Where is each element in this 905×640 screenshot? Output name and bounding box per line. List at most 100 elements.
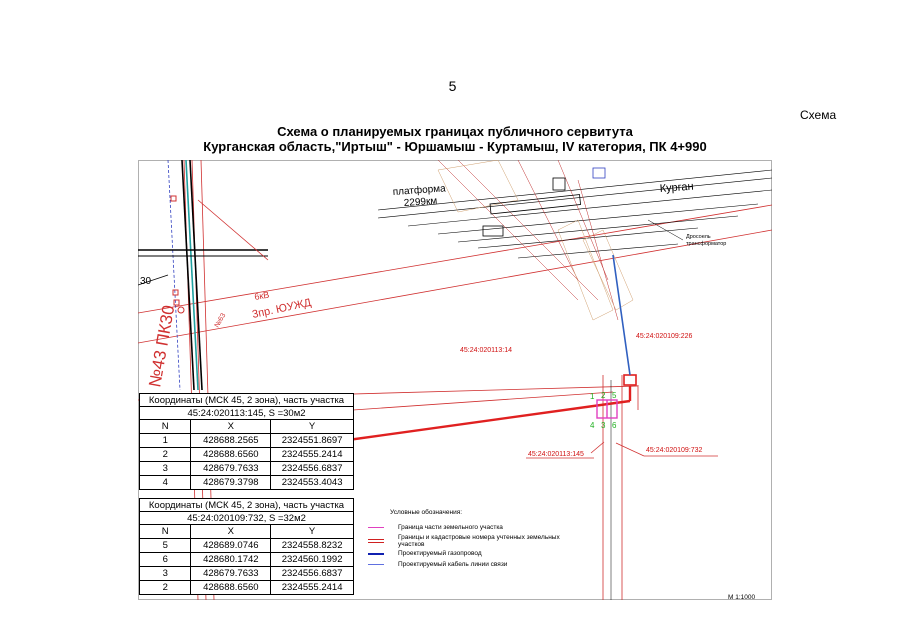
edge-line [138, 274, 169, 286]
cell-y: 2324555.2414 [270, 580, 354, 595]
cell-n: 1 [138, 433, 192, 448]
cell-n: 2 [138, 447, 192, 462]
title-line-2: Курганская область,"Иртыш" - Юршамыш - К… [203, 139, 707, 154]
point-2: 2 [601, 391, 606, 400]
boundary-line-top [138, 204, 772, 314]
point-3: 3 [601, 421, 606, 430]
parcel-label-14: 45:24:020113:14 [460, 347, 513, 354]
boundary-line-mid-2 [352, 391, 614, 411]
point-5: 5 [612, 391, 617, 400]
cell-n: 6 [138, 552, 192, 567]
symbol-1 [170, 195, 177, 202]
scheme-title: Схема о планируемых границах публичного … [140, 124, 770, 154]
cell-y: 2324556.6837 [270, 461, 354, 476]
cell-y: 2324560.1992 [270, 552, 354, 567]
cell-y: 2324553.4043 [270, 475, 354, 490]
transformer-leader [647, 219, 684, 241]
leader-732 [615, 442, 645, 457]
page-number: 5 [448, 78, 457, 94]
cell-n: 3 [138, 461, 192, 476]
cell-n: 5 [138, 538, 192, 553]
map-frame [138, 160, 772, 600]
leader-145 [590, 441, 605, 454]
legend-item-parcels: Границы и кадастровые номера учтенных зе… [368, 533, 578, 548]
label-platform-km: 2299км [403, 196, 437, 209]
cell-x: 428679.7633 [190, 566, 272, 581]
label-6kv: 6кВ [254, 290, 270, 302]
boundary-line-top-2 [138, 229, 772, 344]
cell-y: 2324556.6837 [270, 566, 354, 581]
legend-item-servitude: Граница части земельного участка [368, 522, 578, 533]
legend-title: Условные обозначения: [390, 509, 463, 516]
label-kurgan: Курган [659, 181, 694, 195]
station-boundaries [437, 160, 619, 321]
building-2 [552, 177, 566, 191]
cell-n: 4 [138, 475, 192, 490]
gas-cabinet [623, 374, 637, 386]
legend-item-gas: Проектируемый газопровод [368, 548, 578, 559]
legend-swatch [368, 538, 384, 543]
cell-x: 428688.2565 [190, 433, 272, 448]
rail-track-2 [185, 160, 199, 391]
rail-track-3 [189, 160, 203, 391]
cell-y: 2324555.2414 [270, 447, 354, 462]
map-svg: 30 №43 ПК30 6кВ 3пр. ЮУЖД №63 платформа … [138, 160, 772, 600]
map-drawing: 30 №43 ПК30 6кВ 3пр. ЮУЖД №63 платформа … [138, 160, 772, 600]
symbol-3 [173, 299, 180, 306]
col-header-n: N [138, 419, 192, 434]
table-row: 5 428689.0746 2324558.8232 [138, 538, 354, 553]
legend-label: Проектируемый кабель линии связи [398, 561, 508, 568]
table-row: 2 428688.6560 2324555.2414 [138, 447, 354, 462]
symbol-2 [172, 289, 179, 296]
building-3 [592, 167, 606, 179]
table1-header: N X Y [138, 419, 354, 434]
point-4: 4 [590, 421, 595, 430]
col-header-y: Y [270, 524, 354, 539]
table-row: 3 428679.7633 2324556.6837 [138, 461, 354, 476]
point-labels: 1 2 5 4 3 6 [590, 391, 617, 430]
title-line-1: Схема о планируемых границах публичного … [277, 124, 633, 139]
table-row: 3 428679.7633 2324556.6837 [138, 566, 354, 581]
table1-caption-1: Координаты (МСК 45, 2 зона), часть участ… [139, 393, 354, 407]
point-1: 1 [590, 392, 595, 401]
gas-pipeline-2 [607, 399, 631, 406]
col-header-n: N [138, 524, 192, 539]
cell-x: 428679.7633 [190, 461, 272, 476]
label-pk30: №43 ПК30 [145, 304, 178, 389]
scheme-label: Схема [800, 108, 837, 122]
symbol-4 [177, 306, 185, 314]
table2-caption-1: Координаты (МСК 45, 2 зона), часть участ… [139, 498, 354, 512]
legend-swatch [368, 564, 384, 565]
legend-label: Проектируемый газопровод [398, 550, 482, 557]
cell-n: 3 [138, 566, 192, 581]
cell-x: 428688.6560 [190, 447, 272, 462]
cell-n: 2 [138, 580, 192, 595]
station-tracks [377, 169, 772, 259]
legend-swatch [368, 527, 384, 528]
table-row: 4 428679.3798 2324553.4043 [138, 475, 354, 490]
gas-pipeline [347, 402, 609, 442]
rail-cable [167, 160, 181, 391]
table1-caption-2: 45:24:020113:145, S =30м2 [139, 406, 354, 420]
legend-label: Границы и кадастровые номера учтенных зе… [398, 533, 560, 548]
cell-x: 428688.6560 [190, 580, 272, 595]
col-header-x: X [190, 419, 272, 434]
parcel-label-226: 45:24:020109:226 [636, 333, 693, 340]
legend-item-cable: Проектируемый кабель линии связи [368, 559, 578, 570]
comm-cable [612, 254, 631, 376]
table-row: 6 428680.1742 2324560.1992 [138, 552, 354, 567]
label-transformer-1: Дросоель [686, 234, 711, 240]
cell-y: 2324558.8232 [270, 538, 354, 553]
table2-header: N X Y [138, 524, 354, 539]
legend-label: Граница части земельного участка [398, 524, 503, 531]
cell-x: 428680.1742 [190, 552, 272, 567]
map-scale: М 1:1000 [728, 594, 756, 601]
table-row: 2 428688.6560 2324555.2414 [138, 580, 354, 595]
map-legend: Условные обозначения: Граница части земе… [368, 509, 578, 570]
cell-x: 428679.3798 [190, 475, 272, 490]
cell-y: 2324551.8697 [270, 433, 354, 448]
label-transformer-2: трансформатор [686, 241, 726, 247]
table-row: 1 428688.2565 2324551.8697 [138, 433, 354, 448]
col-header-x: X [190, 524, 272, 539]
building-1 [482, 225, 504, 237]
